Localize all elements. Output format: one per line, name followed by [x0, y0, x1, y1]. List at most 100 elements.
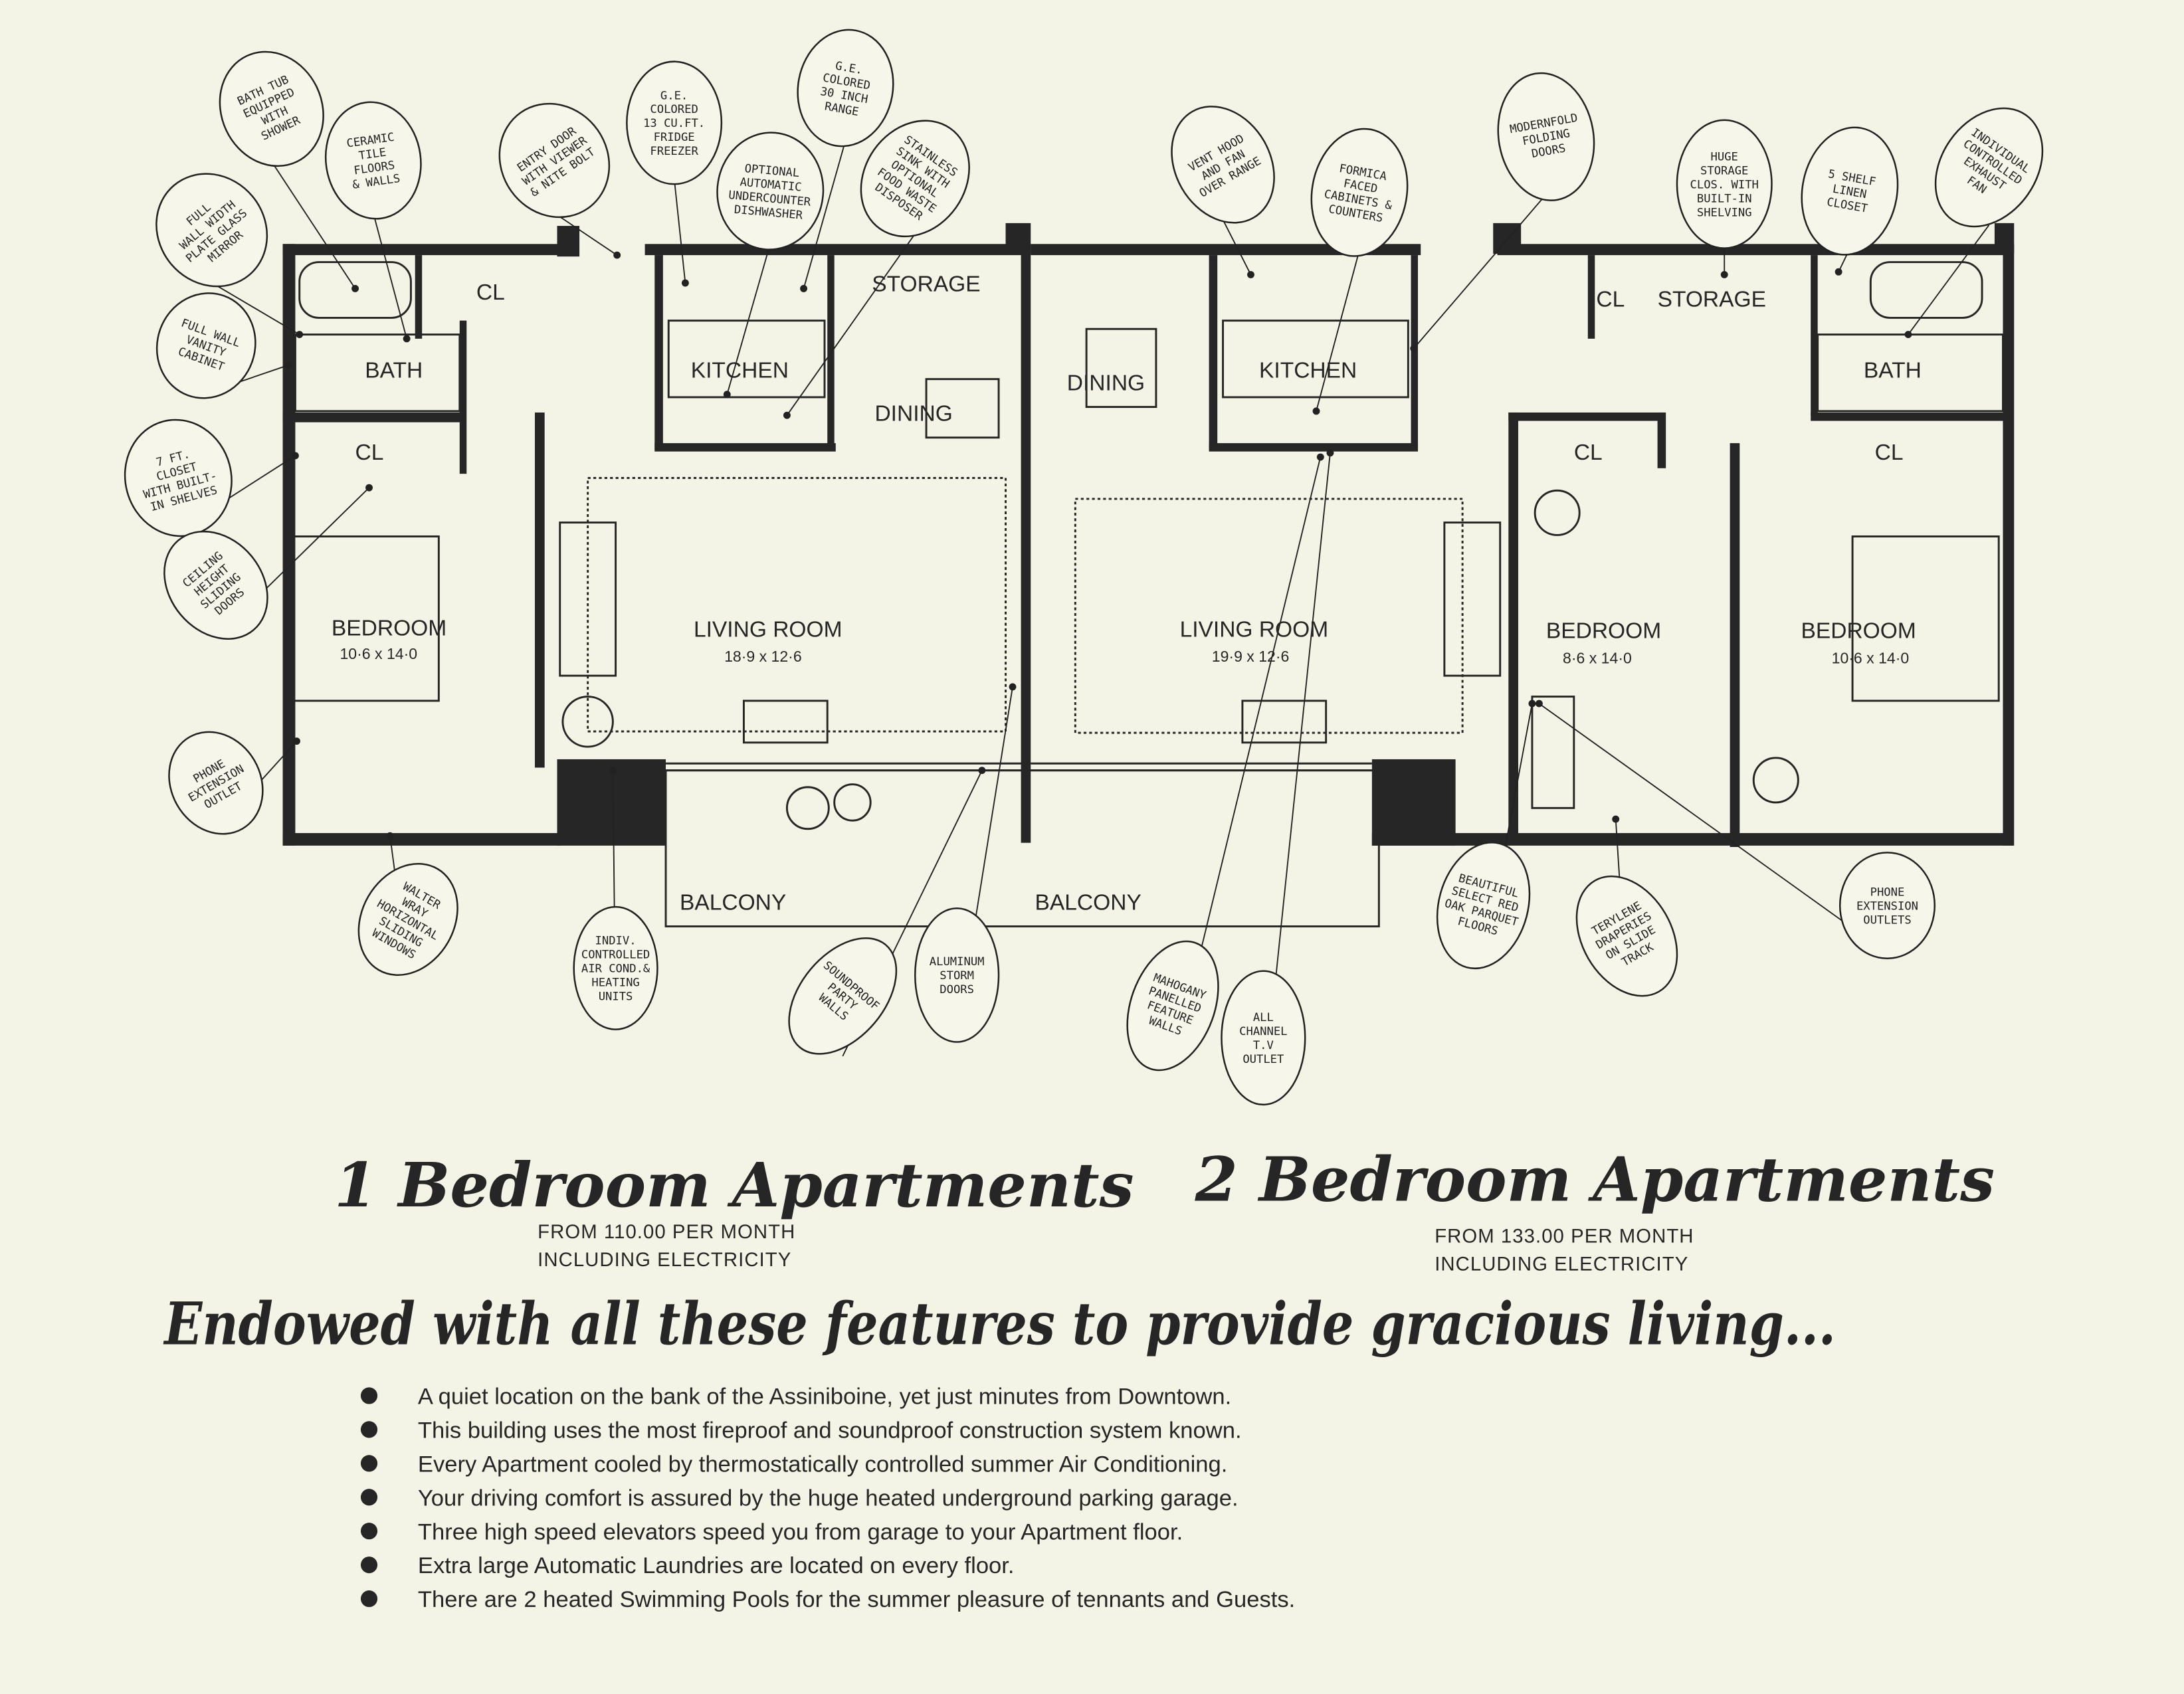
one-bedroom-price: FROM 110.00 PER MONTH — [538, 1221, 795, 1243]
callout-ellipse — [573, 905, 658, 1030]
kitchen-floor — [1222, 320, 1409, 399]
tagline: Endowed with all these features to provi… — [163, 1289, 1836, 1358]
feature-item: Your driving comfort is assured by the h… — [418, 1485, 1239, 1511]
wall — [282, 833, 561, 846]
callout-leader-line — [1538, 703, 1888, 954]
balcony — [664, 769, 1380, 927]
wall — [1371, 759, 1456, 846]
callout-ellipse — [1497, 72, 1595, 201]
callout-pointer-dot — [284, 361, 292, 369]
room-label-kitchen: KITCHEN — [691, 359, 789, 383]
coffee-table — [742, 700, 829, 744]
callout-text: ALL — [1253, 1011, 1274, 1024]
wall — [1371, 833, 2013, 846]
wall — [1209, 443, 1419, 452]
callout-text: G.E. — [660, 89, 688, 102]
callout-ellipse — [914, 907, 1000, 1043]
dining-table — [1085, 328, 1157, 409]
patio-chair — [833, 783, 872, 822]
callout-pointer-dot — [386, 832, 394, 840]
callout-pointer-dot — [365, 484, 373, 492]
dining-table — [925, 378, 1000, 439]
room-label-balcony: BALCONY — [1035, 890, 1142, 915]
callout-pointer-dot — [293, 737, 300, 745]
callout-pointer-dot — [1326, 449, 1334, 457]
callout-text: 13 CU.FT. — [643, 117, 705, 130]
callout-pointer-dot — [1612, 815, 1620, 823]
one-bedroom-note: INCLUDING ELECTRICITY — [538, 1249, 791, 1271]
room-dimensions: 10·6 x 14·0 — [1832, 649, 1910, 666]
sofa — [559, 521, 617, 677]
room-label-balcony: BALCONY — [680, 890, 786, 915]
callout-pointer-dot — [296, 331, 304, 339]
callout-ellipse — [324, 101, 422, 220]
wall — [1497, 244, 2013, 256]
callout-ellipse — [498, 102, 611, 219]
callout-pointer-dot — [1904, 331, 1912, 339]
callout-leader-line — [673, 177, 686, 284]
callout-leader-line — [803, 140, 846, 289]
callout-leader-line — [372, 213, 408, 339]
callout-ellipse — [155, 173, 268, 288]
callout-text: HEATING — [591, 977, 639, 990]
desk — [1531, 696, 1575, 809]
callout-leader-line — [786, 233, 916, 416]
callout-leader-line — [211, 282, 300, 335]
callout-ellipse — [357, 863, 458, 976]
callout-text: EXTENSION — [1856, 899, 1918, 913]
room-label-closet: CL — [1574, 440, 1603, 465]
callout-leader-line — [1413, 194, 1547, 349]
callout-pointer-dot — [723, 391, 731, 399]
patio-chair — [785, 786, 830, 830]
apartment-headings: 1 Bedroom Apartments FROM 110.00 PER MON… — [163, 1143, 1995, 1358]
callout-ellipse — [1838, 852, 1936, 959]
chair — [561, 696, 614, 748]
wall — [459, 320, 467, 474]
bullet-icon — [360, 1590, 378, 1608]
room-dimensions: 8·6 x 14·0 — [1563, 649, 1632, 666]
callout-text: OUTLETS — [1863, 913, 1911, 927]
callout-text: FREEZER — [650, 145, 698, 158]
wall — [1811, 412, 2006, 421]
callout-ellipse — [1934, 107, 2044, 228]
feature-item: This building uses the most fireproof an… — [418, 1418, 1242, 1443]
kitchen-floor — [667, 320, 826, 399]
callout-ellipse — [860, 120, 970, 238]
callout-leader-line — [1222, 219, 1252, 275]
wall — [654, 255, 663, 450]
living-rug — [1074, 498, 1464, 734]
callout-pointer-dot — [291, 452, 299, 460]
wall — [1811, 255, 1818, 416]
callout-pointer-dot — [1312, 407, 1320, 415]
feature-item: Every Apartment cooled by thermostatical… — [418, 1452, 1227, 1477]
callout-text: FRIDGE — [654, 131, 695, 144]
callout-pointer-dot — [978, 767, 986, 775]
callout-text: CONTROLLED — [581, 949, 650, 962]
chair — [1534, 489, 1581, 536]
callout-text: STORM — [940, 969, 974, 983]
room-label-living-room: LIVING ROOM — [1180, 617, 1329, 642]
wall — [1730, 443, 1740, 847]
callout-text: HUGE — [1711, 151, 1738, 164]
callout-pointer-dot — [681, 279, 689, 287]
wall — [282, 244, 578, 256]
wall — [1031, 244, 1421, 256]
